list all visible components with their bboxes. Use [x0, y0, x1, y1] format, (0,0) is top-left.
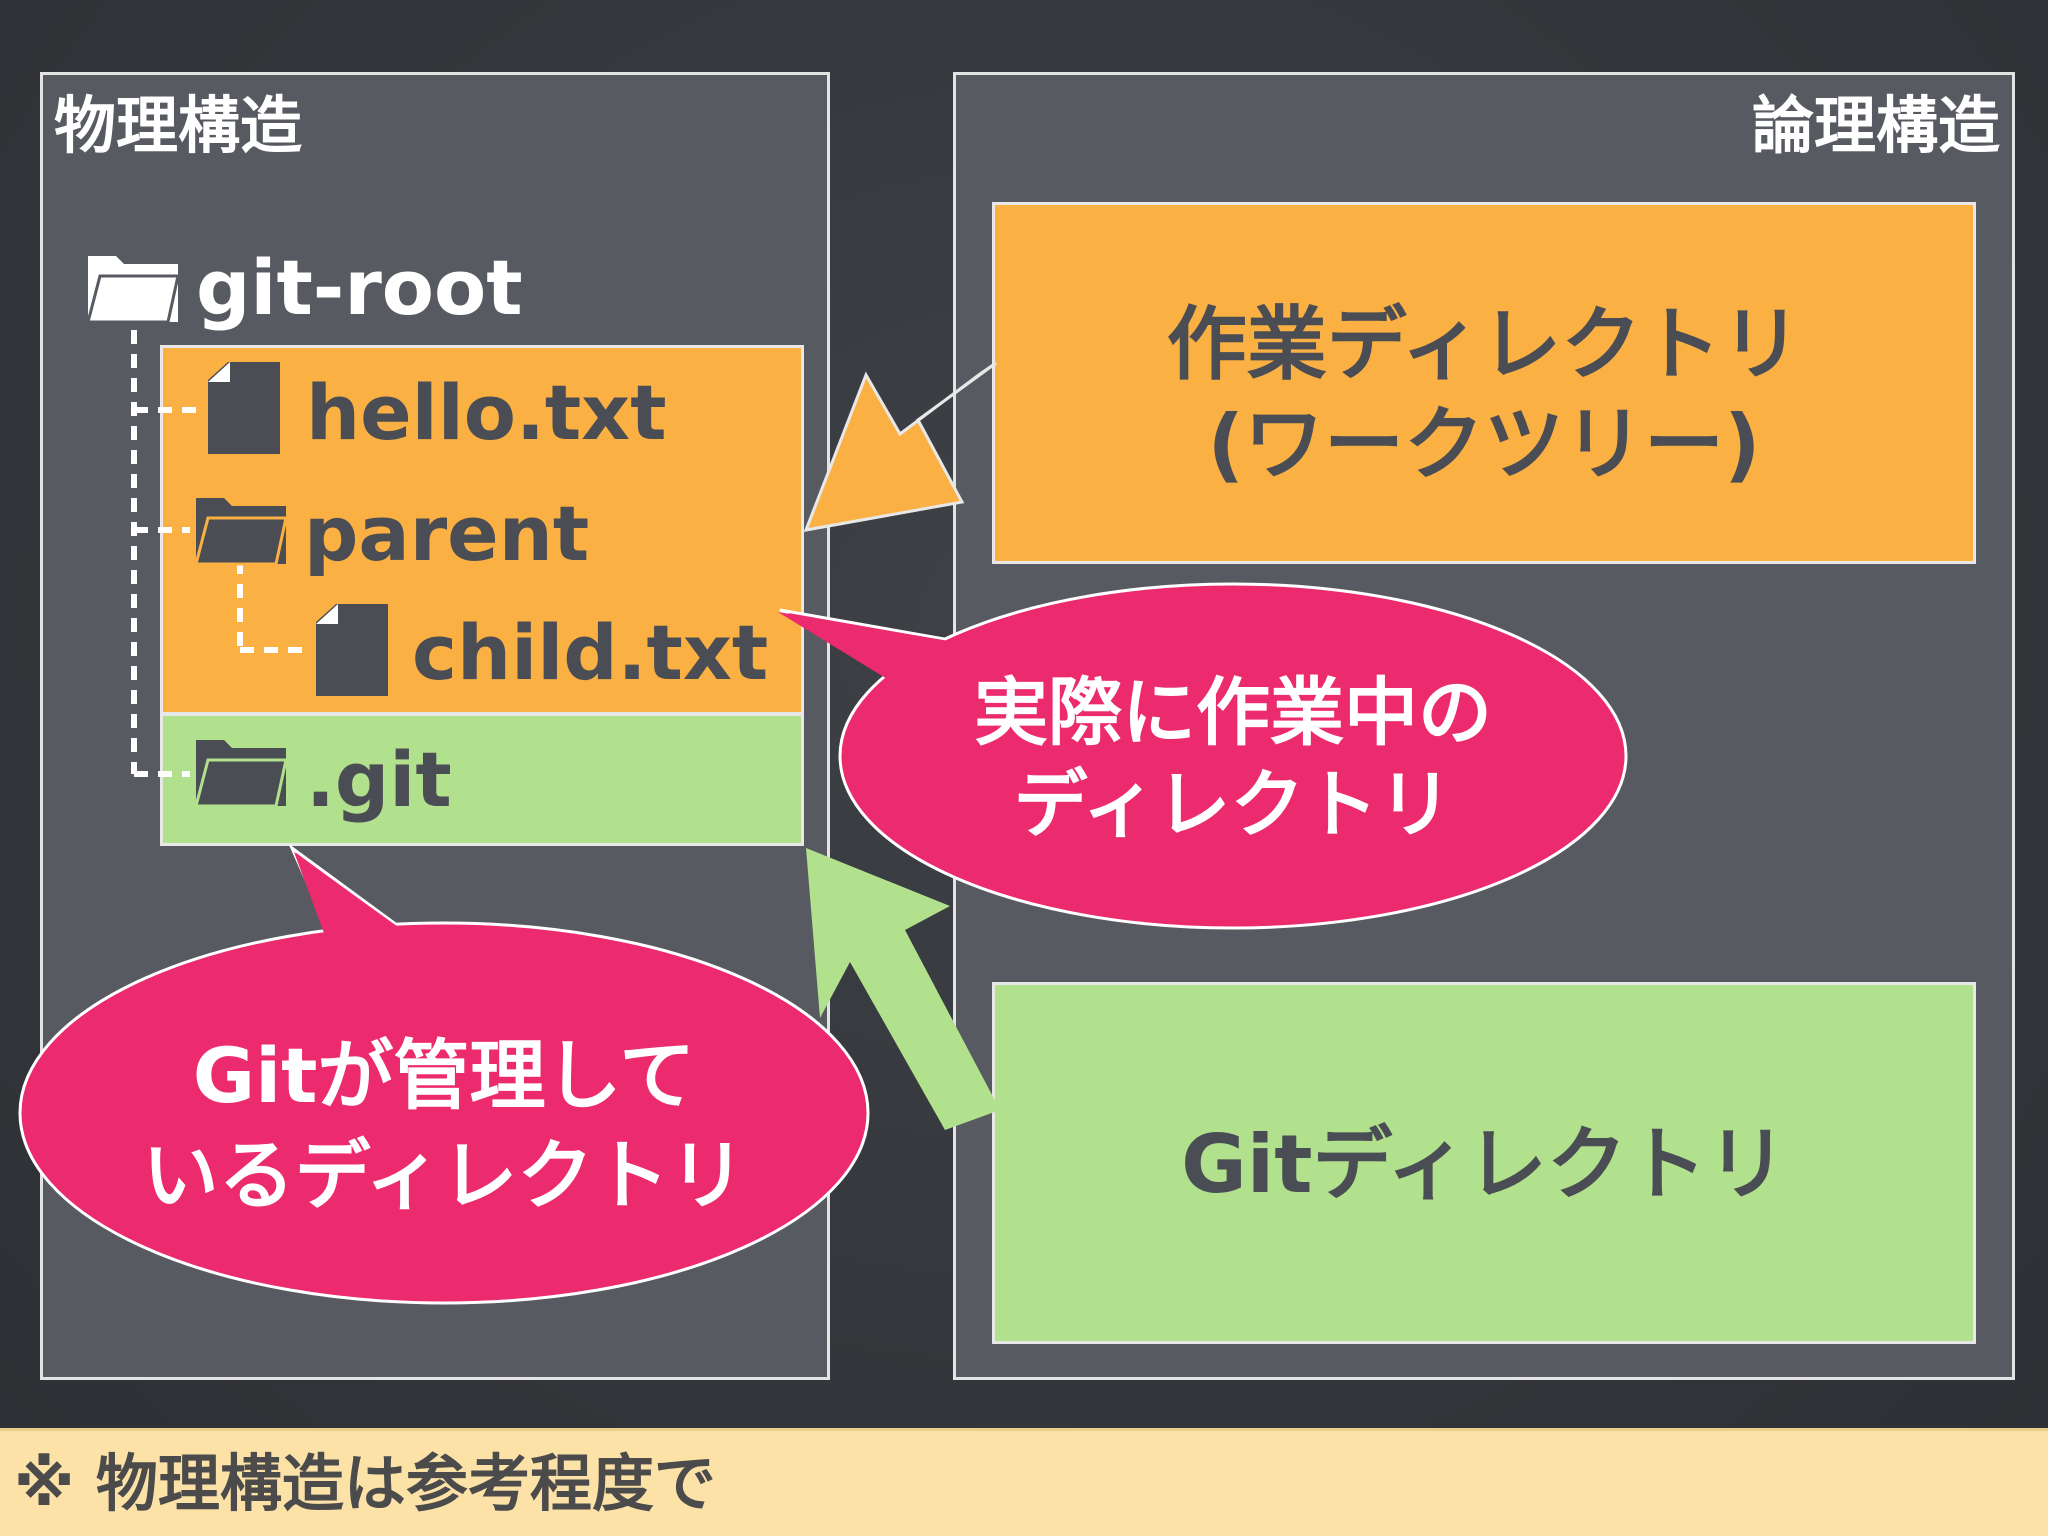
tree-item-hello: hello.txt — [306, 368, 667, 457]
tree-item-parent: parent — [304, 489, 590, 578]
callout-managed-line1: Gitが管理して — [192, 1031, 696, 1120]
file-icon — [208, 362, 280, 454]
folder-icon — [86, 256, 180, 324]
callout-managed: Gitが管理して いるディレクトリ — [20, 1038, 868, 1238]
callout-managed-line2: いるディレクトリ — [142, 1131, 746, 1220]
callout-working-line1: 実際に作業中の — [974, 670, 1492, 756]
footer-text: ※ 物理構造は参考程度で — [14, 1447, 716, 1520]
tree-item-child: child.txt — [412, 608, 769, 697]
tree-root-label: git-root — [196, 243, 523, 332]
git-directory-label: Gitディレクトリ — [1181, 1118, 1787, 1211]
arrow-working-directory — [803, 361, 997, 532]
physical-title: 物理構造 — [54, 89, 303, 162]
working-tree-label: (ワークツリー) — [1207, 398, 1761, 491]
arrow-git-directory — [806, 848, 1000, 1130]
file-icon — [316, 604, 388, 696]
tree-item-git: .git — [306, 735, 452, 824]
folder-icon — [194, 498, 288, 566]
footer-note: ※ 物理構造は参考程度で — [0, 1428, 2048, 1536]
callout-working: 実際に作業中の ディレクトリ — [840, 676, 1626, 876]
folder-icon — [194, 740, 288, 808]
logical-title: 論理構造 — [1751, 89, 2000, 162]
callout-working-line2: ディレクトリ — [1013, 762, 1453, 848]
working-directory-box: 作業ディレクトリ (ワークツリー) — [992, 202, 1976, 564]
callout-working-bubble — [778, 582, 1628, 930]
working-directory-label: 作業ディレクトリ — [1166, 298, 1802, 391]
callout-managed-bubble — [18, 843, 870, 1305]
tree-connectors — [131, 330, 310, 777]
git-directory-box: Gitディレクトリ — [992, 982, 1976, 1344]
